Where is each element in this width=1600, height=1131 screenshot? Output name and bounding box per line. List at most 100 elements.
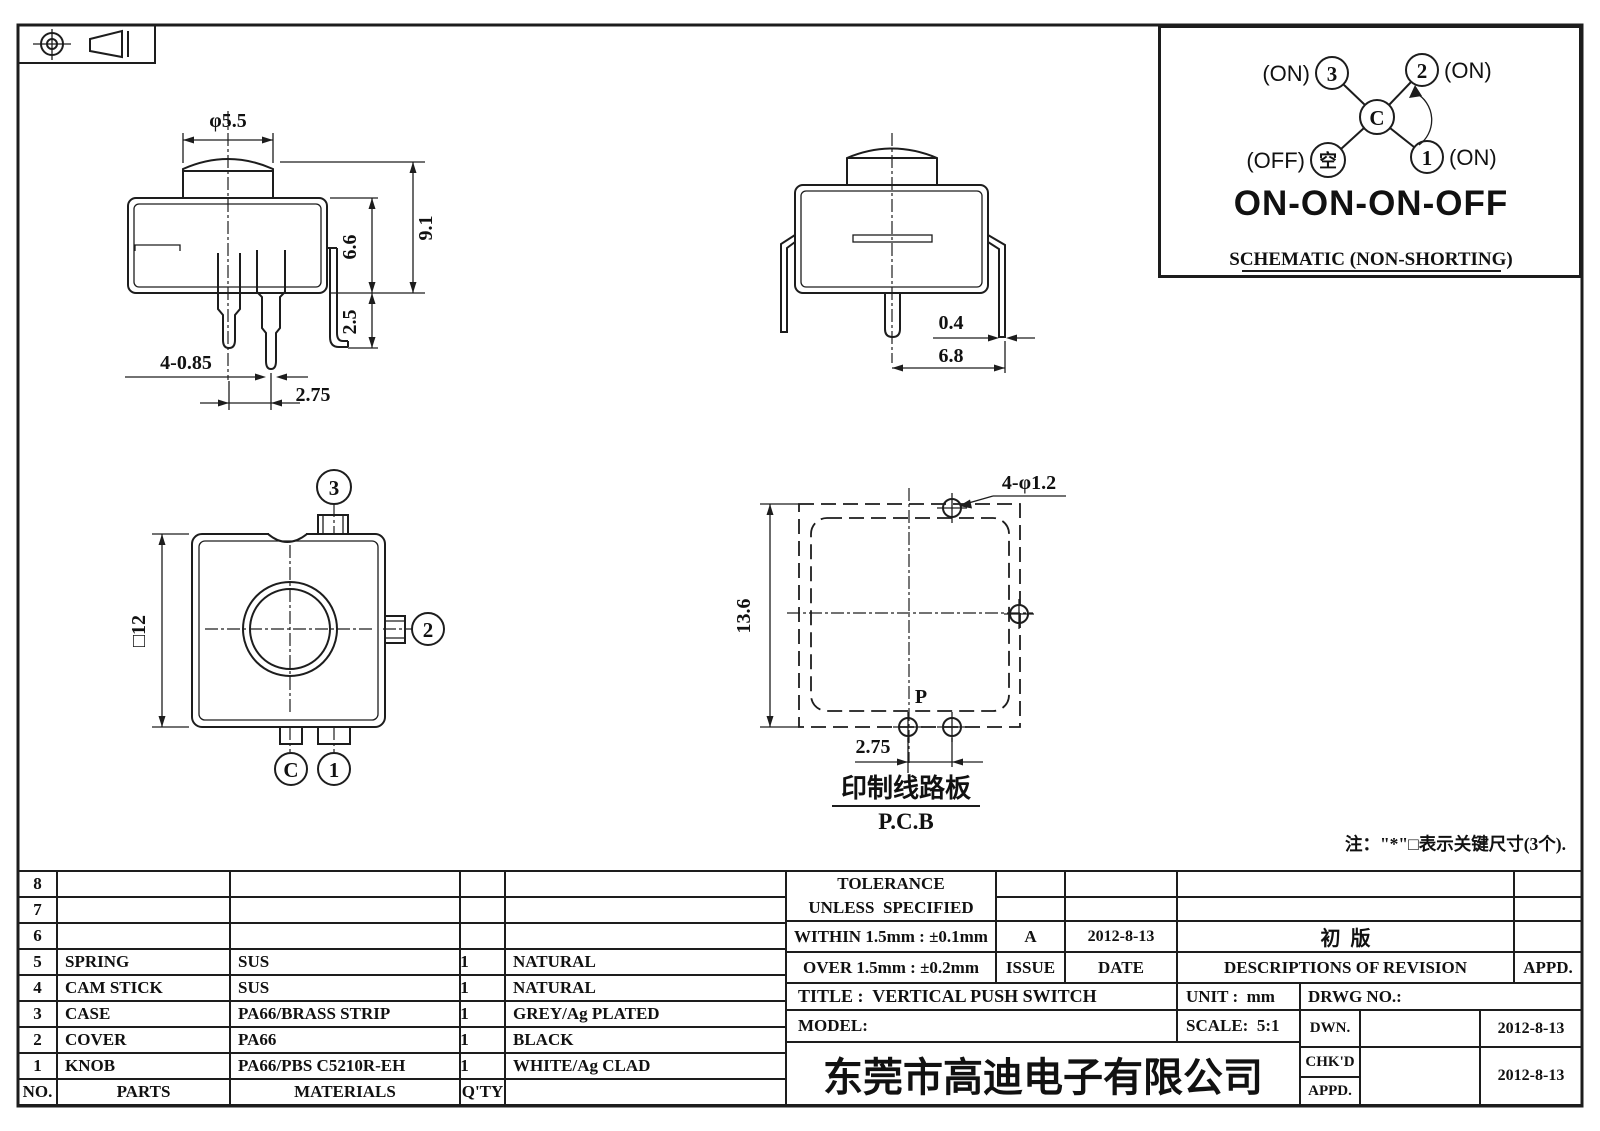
revision-date: 2012-8-13 <box>1087 927 1155 945</box>
pcb-label-en: P.C.B <box>878 809 933 834</box>
pcb-hole <box>1004 599 1034 629</box>
schematic-lines <box>1310 53 1444 178</box>
tolerance-over: OVER 1.5mm : ±0.2mm <box>802 957 979 977</box>
part-qty: 1 <box>460 978 469 997</box>
chkd-date: 2012-8-13 <box>1497 1067 1565 1084</box>
part-name: CAM STICK <box>65 978 163 997</box>
part-qty: 1 <box>460 1004 469 1023</box>
part-name: COVER <box>65 1030 127 1049</box>
part-material: PA66/BRASS STRIP <box>238 1004 391 1023</box>
pos1-label: 1 <box>1422 146 1433 170</box>
revision-desc-label: DESCRIPTIONS OF REVISION <box>1223 957 1468 977</box>
pcb-view-drawing: 4-φ1.2 13.6 P 2.75 印制线路板 P.C.B <box>733 472 1066 834</box>
row-no: 1 <box>33 1056 42 1075</box>
schematic-box: (ON) 3 2 (ON) C (OFF) 空 1 (ON) ON-ON-ON-… <box>1158 25 1582 278</box>
part-name: KNOB <box>65 1056 116 1075</box>
terminal-c-label: C <box>283 758 298 782</box>
pos2-label: 2 <box>1417 59 1428 83</box>
model-label: MODEL: <box>798 1016 868 1035</box>
top-view-lines <box>191 504 413 752</box>
part-material: SUS <box>238 952 270 971</box>
part-qty: 1 <box>460 952 469 971</box>
unit-label: UNIT : mm <box>1186 986 1275 1006</box>
terminal-2-label: 2 <box>423 618 434 642</box>
row-no: 4 <box>33 978 42 997</box>
top-view-terminals: 3 2 C 1 <box>274 469 445 786</box>
dim-body-height: 6.6 <box>339 235 361 260</box>
projection-symbol-icon <box>33 29 129 60</box>
dwn-label: DWN. <box>1309 1020 1351 1036</box>
schematic-labels: (ON) 3 2 (ON) C (OFF) 空 1 (ON) ON-ON-ON-… <box>1229 58 1513 272</box>
dim-knob-diameter: φ5.5 <box>209 110 246 132</box>
front-view-dimensions: φ5.5 9.1 6.6 2.5 4-0.85 2.75 <box>125 110 437 410</box>
off-prefix: (OFF) <box>1246 148 1305 173</box>
dim-hole-spec: 4-φ1.2 <box>1002 472 1056 494</box>
schematic-caption: SCHEMATIC (NON-SHORTING) <box>1229 249 1512 270</box>
common-label: C <box>1369 106 1384 130</box>
pcb-hole <box>893 712 923 742</box>
dim-bracket-depth: 2.5 <box>339 310 361 335</box>
pos3-label: 3 <box>1327 62 1338 86</box>
top-view-drawing: 3 2 C 1 □12 <box>128 469 445 786</box>
pcb-lines <box>787 488 1034 763</box>
part-color: NATURAL <box>513 978 596 997</box>
side-view-drawing: 0.4 6.8 <box>780 133 1035 373</box>
issue-label: ISSUE <box>1005 957 1056 977</box>
part-color: NATURAL <box>513 952 596 971</box>
key-dimension-note: 注："*"□表示关键尺寸(3个). <box>1344 833 1566 854</box>
dim-total-height: 9.1 <box>415 216 437 241</box>
pcb-label-cn: 印制线路板 <box>841 773 971 803</box>
appd-col-label: APPD. <box>1523 957 1573 977</box>
part-material: SUS <box>238 978 270 997</box>
revision-description: 初 版 <box>1320 928 1371 950</box>
pcb-hole <box>937 493 967 523</box>
dim-leg-thickness: 0.4 <box>939 312 964 334</box>
part-qty: 1 <box>460 1056 469 1075</box>
col-header-parts: PARTS <box>116 1082 171 1101</box>
col-header-qty: Q'TY <box>461 1082 504 1101</box>
dim-pin-size: 4-0.85 <box>160 352 212 374</box>
tolerance-title: TOLERANCE <box>837 874 945 893</box>
terminal-1-label: 1 <box>329 758 340 782</box>
front-view-drawing: φ5.5 9.1 6.6 2.5 4-0.85 2.75 <box>125 110 437 410</box>
col-header-no: NO. <box>22 1082 53 1101</box>
col-header-materials: MATERIALS <box>294 1082 396 1101</box>
col-header-color <box>505 1079 786 1105</box>
date-label: DATE <box>1098 957 1144 977</box>
side-view-lines <box>780 133 1006 363</box>
part-color: BLACK <box>513 1030 574 1049</box>
part-qty: 1 <box>460 1030 469 1049</box>
dim-board-height: 13.6 <box>733 599 755 634</box>
on1-suffix: (ON) <box>1449 145 1497 170</box>
pcb-dimensions: 4-φ1.2 13.6 P 2.75 印制线路板 P.C.B <box>733 472 1066 834</box>
row-no: 7 <box>33 900 42 919</box>
row-no: 2 <box>33 1030 42 1049</box>
row-no: 3 <box>33 1004 42 1023</box>
chkd-label: CHK'D <box>1305 1053 1355 1070</box>
drawing-title: TITLE : VERTICAL PUSH SWITCH <box>798 986 1097 1006</box>
part-material: PA66 <box>238 1030 277 1049</box>
row-no: 8 <box>33 874 42 893</box>
issue-value: A <box>1024 926 1037 946</box>
part-name: SPRING <box>65 952 130 971</box>
scale-label: SCALE: 5:1 <box>1186 1016 1280 1035</box>
part-color: GREY/Ag PLATED <box>513 1004 660 1023</box>
title-block-grid <box>17 870 1583 1106</box>
company-name: 东莞市高迪电子有限公司 <box>823 1055 1263 1100</box>
dim-hole-pitch: 2.75 <box>856 736 891 758</box>
part-material: PA66/PBS C5210R-EH <box>238 1056 406 1075</box>
dwn-date: 2012-8-13 <box>1497 1019 1565 1037</box>
dim-square-size: □12 <box>128 615 150 647</box>
off-symbol: 空 <box>1319 150 1337 171</box>
pcb-hole <box>937 712 967 742</box>
drwg-no-label: DRWG NO.: <box>1308 986 1402 1006</box>
row-no: 5 <box>33 952 42 971</box>
top-view-dimensions: □12 <box>128 533 189 728</box>
part-color: WHITE/Ag CLAD <box>513 1056 651 1075</box>
tolerance-subtitle: UNLESS SPECIFIED <box>808 898 974 917</box>
side-view-dimensions: 0.4 6.8 <box>892 312 1035 373</box>
terminal-3-label: 3 <box>329 476 340 500</box>
row-no: 6 <box>33 926 42 945</box>
on2-suffix: (ON) <box>1444 58 1492 83</box>
